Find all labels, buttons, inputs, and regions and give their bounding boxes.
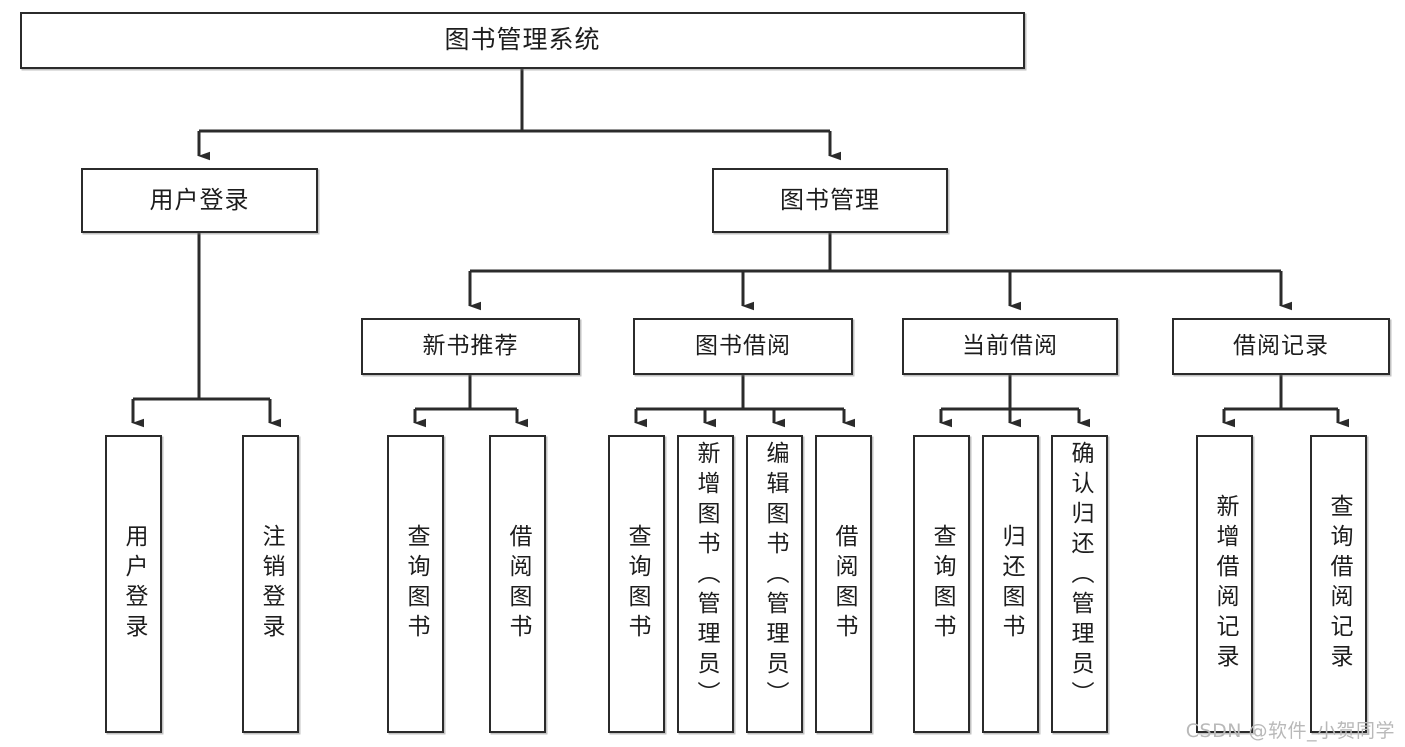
node-book-management[interactable]: 图书管理 <box>712 168 948 233</box>
leaf-logout-label: 注销登录 <box>258 524 284 644</box>
watermark-text: CSDN @软件_小贺同学 <box>1185 720 1395 742</box>
leaf-current-return-book[interactable]: 归还图书 <box>982 435 1039 733</box>
node-user-login[interactable]: 用户登录 <box>81 168 318 233</box>
node-root-label: 图书管理系统 <box>444 25 601 55</box>
leaf-rec-borrow-book[interactable]: 借阅图书 <box>489 435 546 733</box>
leaf-borrow-query-book[interactable]: 查询图书 <box>608 435 665 733</box>
leaf-borrow-do-borrow-label: 借阅图书 <box>831 524 857 644</box>
node-borrow-record[interactable]: 借阅记录 <box>1172 318 1390 375</box>
node-new-book-recommendation-label: 新书推荐 <box>422 333 519 360</box>
leaf-user-login[interactable]: 用户登录 <box>105 435 162 733</box>
leaf-current-query-book[interactable]: 查询图书 <box>913 435 970 733</box>
leaf-borrow-add-book[interactable]: 新增图书（管理员） <box>677 435 734 733</box>
leaf-record-add-label: 新增借阅记录 <box>1212 494 1238 674</box>
node-current-borrow[interactable]: 当前借阅 <box>902 318 1118 375</box>
leaf-borrow-query-book-label: 查询图书 <box>624 524 650 644</box>
leaf-logout[interactable]: 注销登录 <box>242 435 299 733</box>
leaf-rec-borrow-book-label: 借阅图书 <box>505 524 531 644</box>
node-book-management-label: 图书管理 <box>780 185 880 214</box>
node-borrow-record-label: 借阅记录 <box>1233 333 1329 360</box>
leaf-current-confirm-return[interactable]: 确认归还（管理员） <box>1051 435 1108 733</box>
leaf-current-query-book-label: 查询图书 <box>929 524 955 644</box>
leaf-record-query[interactable]: 查询借阅记录 <box>1310 435 1367 733</box>
leaf-borrow-edit-book[interactable]: 编辑图书（管理员） <box>746 435 803 733</box>
leaf-record-add[interactable]: 新增借阅记录 <box>1196 435 1253 733</box>
leaf-rec-query-book[interactable]: 查询图书 <box>387 435 444 733</box>
node-new-book-recommendation[interactable]: 新书推荐 <box>361 318 580 375</box>
node-user-login-label: 用户登录 <box>149 185 250 214</box>
leaf-user-login-label: 用户登录 <box>121 524 147 644</box>
leaf-current-confirm-return-label: 确认归还（管理员） <box>1067 441 1093 711</box>
leaf-rec-query-book-label: 查询图书 <box>403 524 429 644</box>
leaf-borrow-edit-book-label: 编辑图书（管理员） <box>762 441 788 711</box>
leaf-borrow-do-borrow[interactable]: 借阅图书 <box>815 435 872 733</box>
leaf-current-return-book-label: 归还图书 <box>998 524 1024 644</box>
node-root[interactable]: 图书管理系统 <box>20 12 1025 69</box>
node-current-borrow-label: 当前借阅 <box>962 333 1058 360</box>
node-book-borrow-label: 图书借阅 <box>695 333 791 360</box>
leaf-borrow-add-book-label: 新增图书（管理员） <box>693 441 719 711</box>
node-book-borrow[interactable]: 图书借阅 <box>633 318 853 375</box>
leaf-record-query-label: 查询借阅记录 <box>1326 494 1352 674</box>
